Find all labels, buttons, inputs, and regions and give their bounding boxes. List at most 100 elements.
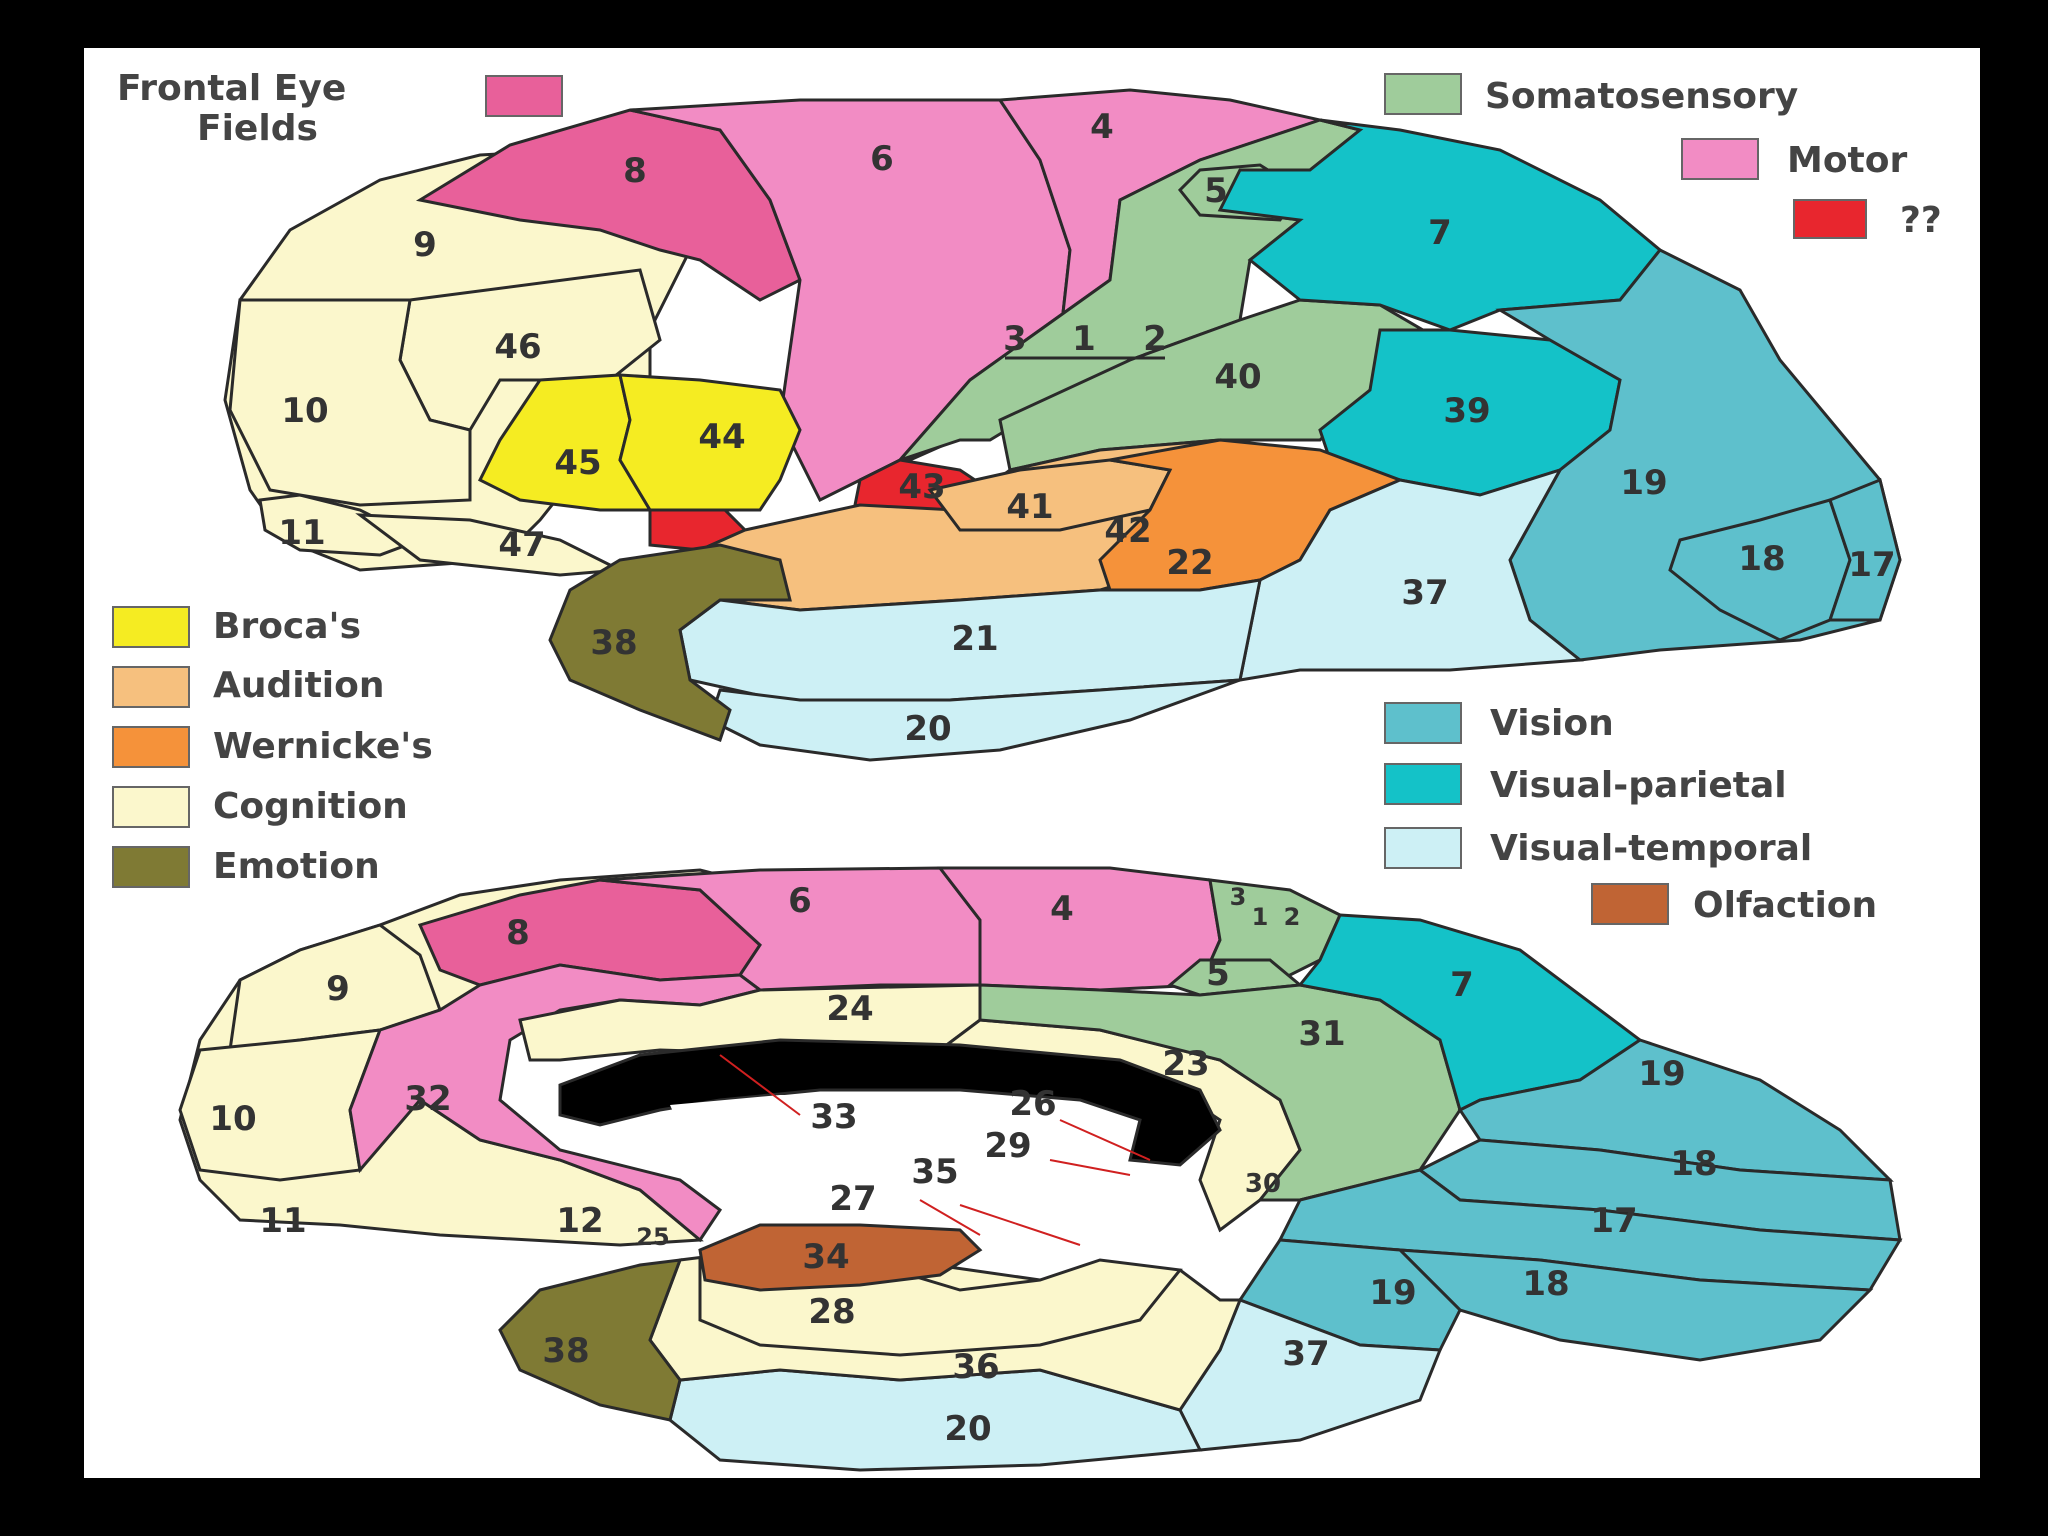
label-area-10: 10 <box>281 391 328 431</box>
label-medial-area-3: 3 <box>1230 883 1247 911</box>
region-area-44 <box>618 373 802 512</box>
label-medial-area-20: 20 <box>944 1409 991 1449</box>
label-medial-area-8: 8 <box>506 913 530 953</box>
region-medial-area-18-lower <box>1396 1248 1874 1362</box>
label-medial-area-35: 35 <box>911 1152 958 1192</box>
legend-motor-swatch <box>1681 138 1759 180</box>
region-area-7 <box>1217 118 1663 332</box>
label-area-2: 2 <box>1143 319 1167 359</box>
label-medial-area-25: 25 <box>636 1223 669 1251</box>
region-medial-area-34 <box>698 1223 983 1292</box>
legend-visual-temporal-label: Visual-temporal <box>1490 828 1812 869</box>
label-area-40: 40 <box>1214 357 1261 397</box>
legend-vision-label: Vision <box>1490 703 1614 744</box>
label-area-39: 39 <box>1443 391 1490 431</box>
label-area-47: 47 <box>498 525 545 565</box>
label-medial-area-17: 17 <box>1590 1201 1637 1241</box>
label-medial-area-37: 37 <box>1282 1334 1329 1374</box>
legend-frontal-eye-label-line2: Fields <box>197 108 318 149</box>
legend-unknown-swatch <box>1793 199 1867 239</box>
legend-audition-label: Audition <box>213 665 385 706</box>
label-medial-area-19-lower: 19 <box>1369 1273 1416 1313</box>
label-area-3: 3 <box>1003 319 1027 359</box>
legend-emotion-label: Emotion <box>213 846 380 887</box>
legend-emotion-swatch <box>112 846 190 888</box>
label-medial-area-32: 32 <box>404 1079 451 1119</box>
legend-wernickes-label: Wernicke's <box>213 726 433 767</box>
legend-somatosensory-label: Somatosensory <box>1485 76 1798 117</box>
label-area-41: 41 <box>1006 487 1053 527</box>
label-area-1: 1 <box>1072 319 1096 359</box>
label-area-8: 8 <box>623 151 647 191</box>
label-medial-area-31: 31 <box>1298 1014 1345 1054</box>
label-medial-area-38: 38 <box>542 1331 589 1371</box>
region-area-10 <box>228 298 472 507</box>
label-medial-area-29: 29 <box>984 1126 1031 1166</box>
legend-unknown-label: ?? <box>1900 200 1942 241</box>
legend-somatosensory-swatch <box>1384 73 1462 115</box>
label-medial-area-12: 12 <box>556 1201 603 1241</box>
label-area-46: 46 <box>494 327 541 367</box>
label-area-42: 42 <box>1104 511 1151 551</box>
region-medial-area-32 <box>348 963 764 1243</box>
legend-olfaction-label: Olfaction <box>1693 885 1877 926</box>
region-area-38-lateral <box>548 543 792 742</box>
label-area-18: 18 <box>1738 539 1785 579</box>
label-medial-area-4: 4 <box>1050 889 1074 929</box>
legend-audition-swatch <box>112 666 190 708</box>
region-corpus-callosum <box>558 1038 1222 1167</box>
legend-vision-swatch <box>1384 702 1462 744</box>
label-medial-area-18-upper: 18 <box>1670 1144 1717 1184</box>
label-medial-area-33: 33 <box>810 1097 857 1137</box>
label-medial-area-2: 2 <box>1284 903 1301 931</box>
label-medial-area-18-lower: 18 <box>1522 1264 1569 1304</box>
legend-visual-temporal-swatch <box>1384 827 1462 869</box>
label-area-17: 17 <box>1848 545 1895 585</box>
legend-olfaction-swatch <box>1591 883 1669 925</box>
region-medial-area-4 <box>936 866 1222 992</box>
label-area-7: 7 <box>1428 213 1452 253</box>
medial-brain-view: 8 6 4 3 1 2 5 7 9 24 31 23 19 10 32 33 2… <box>178 866 1903 1472</box>
legend-wernickes-swatch <box>112 726 190 768</box>
legend: Frontal Eye Fields Somatosensory Motor ?… <box>112 68 1942 926</box>
label-area-6: 6 <box>870 139 894 179</box>
region-medial-area-6 <box>599 866 982 992</box>
label-area-45: 45 <box>554 443 601 483</box>
label-area-9: 9 <box>413 225 437 265</box>
label-medial-area-36: 36 <box>952 1347 999 1387</box>
legend-motor-label: Motor <box>1787 140 1907 181</box>
label-area-5: 5 <box>1204 171 1228 211</box>
legend-frontal-eye-swatch <box>485 75 563 117</box>
label-medial-area-28: 28 <box>808 1292 855 1332</box>
label-area-20: 20 <box>904 709 951 749</box>
label-medial-area-26: 26 <box>1009 1084 1056 1124</box>
region-ventricle-hollow <box>670 1095 1130 1220</box>
label-area-43: 43 <box>898 467 945 507</box>
label-medial-area-5: 5 <box>1206 954 1230 994</box>
legend-visual-parietal-swatch <box>1384 763 1462 805</box>
region-area-8 <box>415 108 802 302</box>
legend-frontal-eye-label-line1: Frontal Eye <box>117 68 346 109</box>
brodmann-areas-diagram: 8 6 4 5 7 9 46 10 45 44 3 1 2 40 39 19 4… <box>112 68 1942 1472</box>
label-area-37: 37 <box>1401 573 1448 613</box>
legend-brocas-label: Broca's <box>213 606 361 647</box>
region-medial-area-38 <box>498 1258 683 1422</box>
label-area-21: 21 <box>951 619 998 659</box>
diagram-panel: 8 6 4 5 7 9 46 10 45 44 3 1 2 40 39 19 4… <box>84 48 1980 1478</box>
lateral-brain-view: 8 6 4 5 7 9 46 10 45 44 3 1 2 40 39 19 4… <box>223 88 1902 762</box>
legend-cognition-swatch <box>112 786 190 828</box>
legend-visual-parietal-label: Visual-parietal <box>1490 765 1787 806</box>
label-medial-area-10: 10 <box>209 1099 256 1139</box>
label-area-44: 44 <box>698 417 745 457</box>
legend-brocas-swatch <box>112 606 190 648</box>
label-medial-area-7: 7 <box>1450 965 1474 1005</box>
label-medial-area-24: 24 <box>826 989 873 1029</box>
region-area-17-lateral <box>1827 477 1902 622</box>
legend-cognition-label: Cognition <box>213 786 408 827</box>
label-medial-area-1: 1 <box>1252 903 1269 931</box>
label-medial-area-27: 27 <box>829 1179 876 1219</box>
label-medial-area-30: 30 <box>1245 1169 1281 1199</box>
label-area-4: 4 <box>1090 107 1114 147</box>
label-area-38: 38 <box>590 623 637 663</box>
label-medial-area-9: 9 <box>326 969 350 1009</box>
